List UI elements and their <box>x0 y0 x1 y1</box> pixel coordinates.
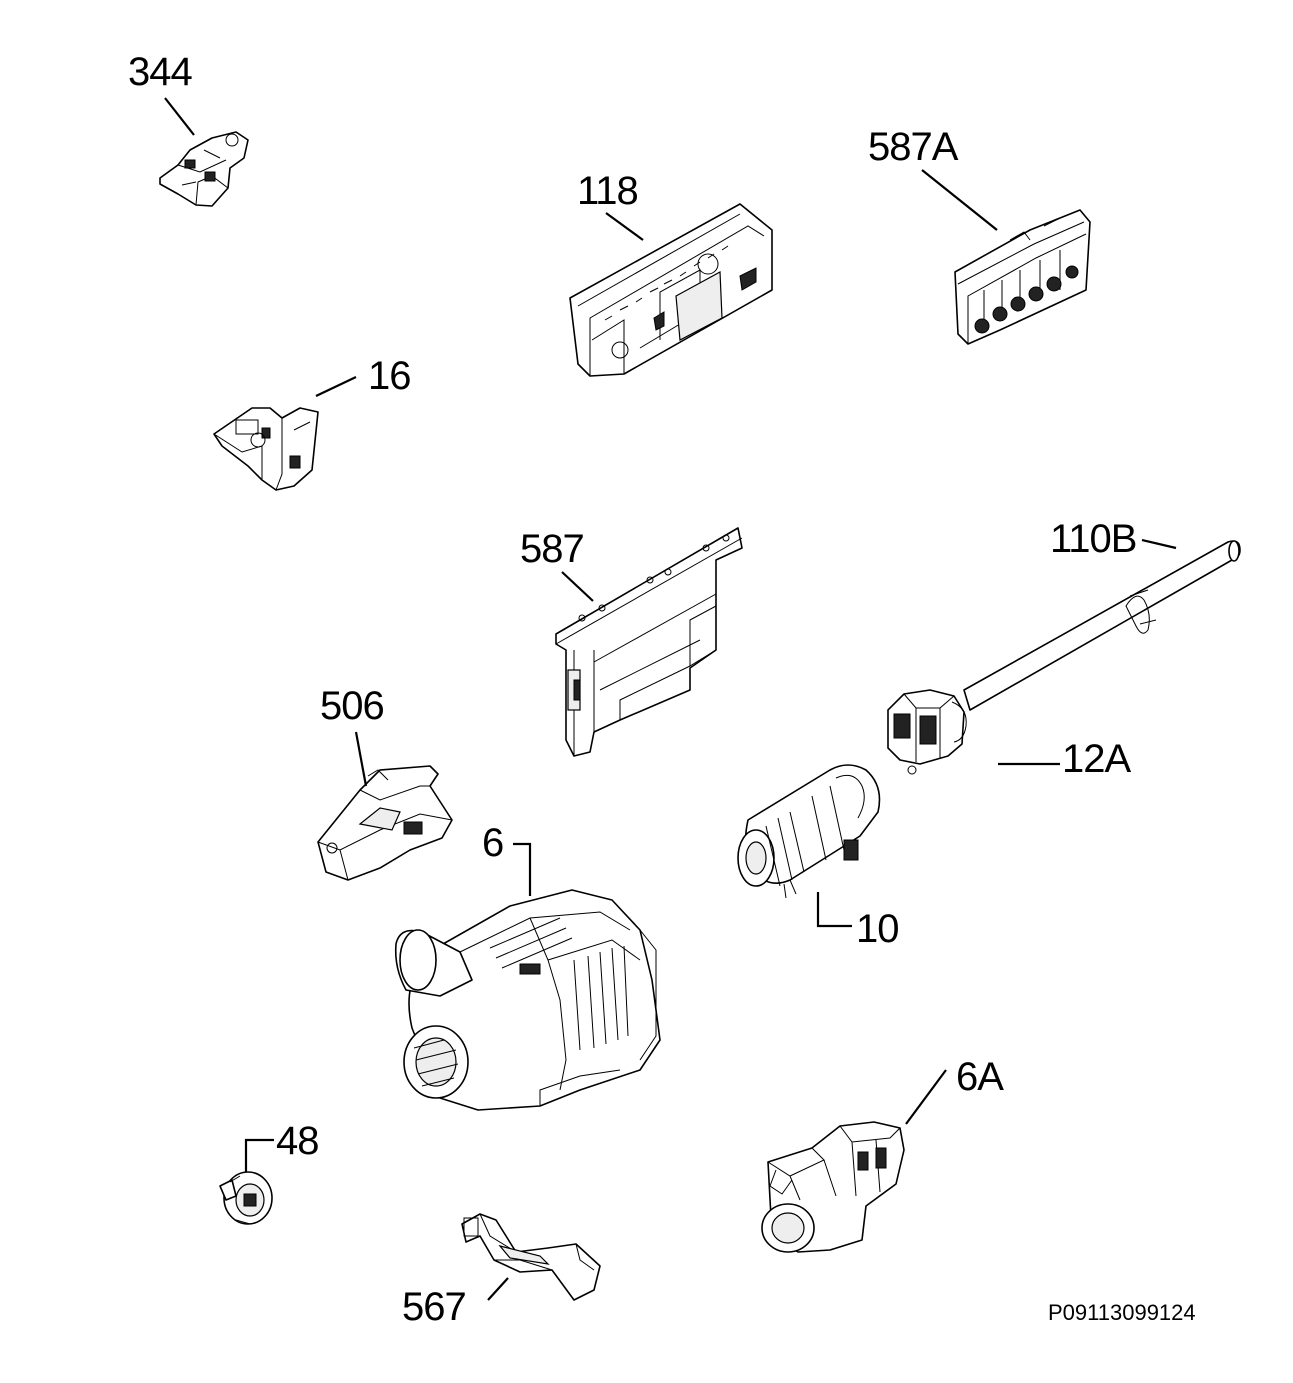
label-10: 10 <box>856 907 899 951</box>
label-506: 506 <box>320 684 384 728</box>
part-16 <box>213 407 319 491</box>
part-567 <box>461 1213 601 1301</box>
leader-506 <box>354 731 368 787</box>
label-48: 48 <box>276 1119 319 1163</box>
label-110b: 110B <box>1050 517 1136 561</box>
leader-567 <box>487 1277 509 1301</box>
part-6 <box>394 889 661 1111</box>
part-118 <box>569 203 773 377</box>
leader-6 <box>513 842 532 896</box>
part-6a <box>761 1121 905 1253</box>
part-344 <box>159 131 249 207</box>
label-567: 567 <box>402 1285 466 1329</box>
leader-16 <box>315 376 357 397</box>
label-587a: 587A <box>868 125 959 169</box>
leader-6a <box>905 1069 947 1125</box>
label-6a: 6A <box>956 1055 1004 1099</box>
part-12a <box>887 689 967 775</box>
leader-587a <box>921 169 998 231</box>
leader-587 <box>561 571 594 602</box>
label-118: 118 <box>577 169 638 213</box>
leader-110b <box>1141 538 1177 550</box>
part-48 <box>219 1171 273 1225</box>
label-6: 6 <box>482 821 503 865</box>
label-587: 587 <box>520 527 584 571</box>
label-12a: 12A <box>1062 737 1131 781</box>
leader-48 <box>244 1138 274 1172</box>
part-587 <box>555 527 743 757</box>
leader-118 <box>605 212 644 241</box>
leader-344 <box>164 97 195 136</box>
label-344: 344 <box>128 50 192 94</box>
part-506 <box>317 765 453 881</box>
part-587a <box>954 209 1091 345</box>
leader-10 <box>816 892 852 928</box>
part-110b <box>963 540 1241 711</box>
drawing-code: P09113099124 <box>1048 1300 1196 1325</box>
part-10 <box>737 764 881 899</box>
label-16: 16 <box>368 354 411 398</box>
